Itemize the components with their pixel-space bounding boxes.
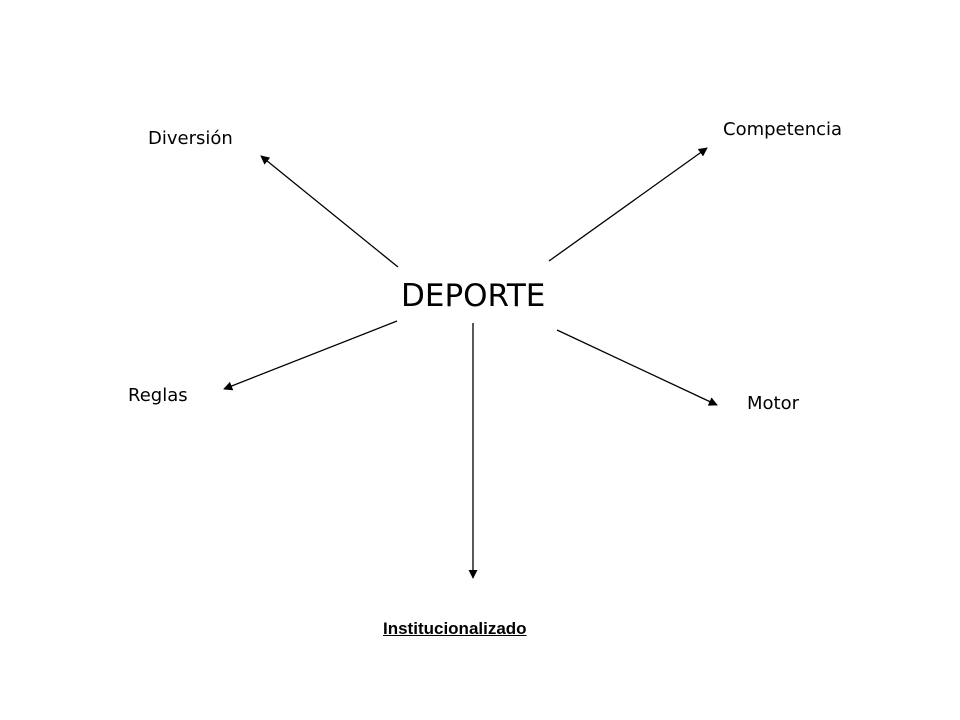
branch-label-reglas: Reglas: [128, 385, 188, 406]
branch-label-institucionalizado: Institucionalizado: [383, 619, 527, 638]
center-node-label: DEPORTE: [401, 278, 546, 314]
branch-label-competencia: Competencia: [723, 119, 843, 140]
arrow-to-reglas: [223, 320, 398, 391]
arrow-to-competencia: [548, 147, 708, 262]
branch-label-diversion: Diversión: [148, 128, 233, 149]
branch-label-motor: Motor: [747, 393, 800, 414]
arrow-to-motor: [556, 329, 718, 406]
arrow-to-diversion: [260, 155, 399, 268]
